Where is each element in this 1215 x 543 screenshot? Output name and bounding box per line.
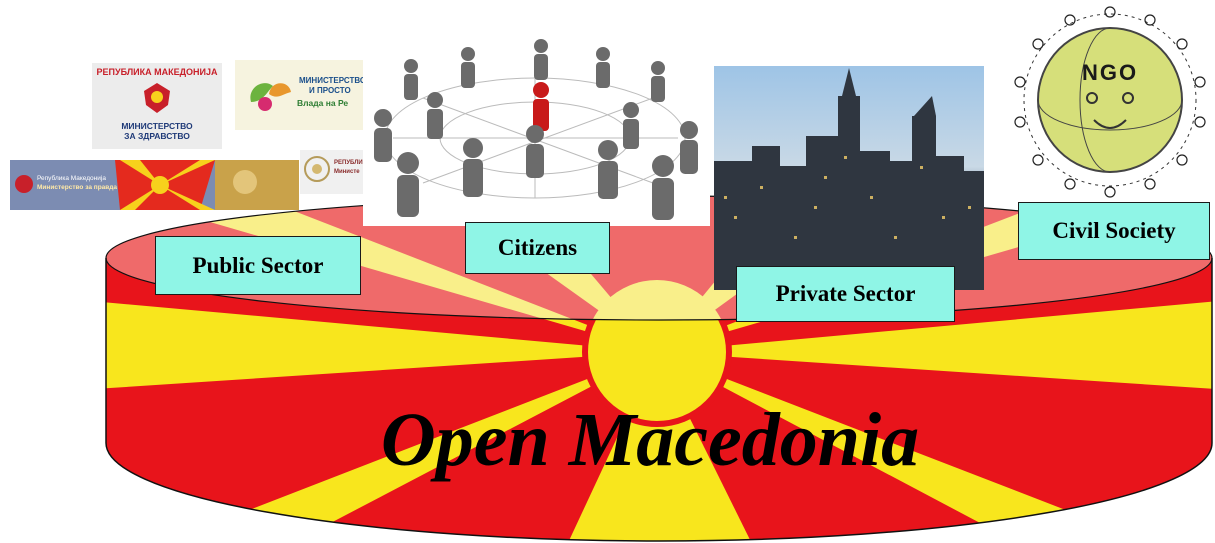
person-icon — [623, 102, 639, 149]
leaf-logo-icon — [250, 83, 291, 111]
person-icon — [596, 47, 610, 88]
justice-ministry-banner: Република Македонија Министерство за пра… — [10, 160, 299, 210]
private-sector-label: Private Sector — [736, 266, 955, 322]
person-icon — [463, 138, 483, 197]
public-sector-label: Public Sector — [155, 236, 361, 295]
person-icon — [534, 39, 548, 80]
coat-of-arms-icon — [144, 83, 170, 113]
city-skyline-photo — [714, 66, 984, 290]
citizens-label: Citizens — [465, 222, 610, 274]
person-icon — [374, 109, 392, 162]
person-icon — [652, 155, 674, 220]
ministry-small-logo: РЕПУБЛИ Министе — [300, 150, 366, 194]
civil-society-label: Civil Society — [1018, 202, 1210, 260]
person-icon — [651, 61, 665, 102]
open-macedonia-title: Open Macedonia — [380, 398, 920, 482]
person-icon — [598, 140, 618, 199]
justice-banner-art — [10, 160, 299, 210]
person-icon — [461, 47, 475, 88]
environment-ministry-logo: МИНИСТЕРСТВО И ПРОСТО Влада на Ре — [235, 60, 365, 130]
health-ministry-logo: РЕПУБЛИКА МАКЕДОНИЈА МИНИСТЕРСТВО ЗА ЗДР… — [92, 63, 222, 149]
citizens-network-image — [363, 38, 710, 226]
person-icon — [404, 59, 418, 100]
seal-icon — [304, 156, 330, 182]
ngo-globe-image — [1014, 6, 1206, 198]
person-icon — [427, 92, 443, 139]
person-icon — [397, 152, 419, 217]
person-icon — [680, 121, 698, 174]
people-ring-icon — [1014, 6, 1206, 198]
person-icon — [533, 82, 549, 131]
ngo-text: NGO — [1081, 60, 1139, 85]
person-icon — [526, 125, 544, 178]
